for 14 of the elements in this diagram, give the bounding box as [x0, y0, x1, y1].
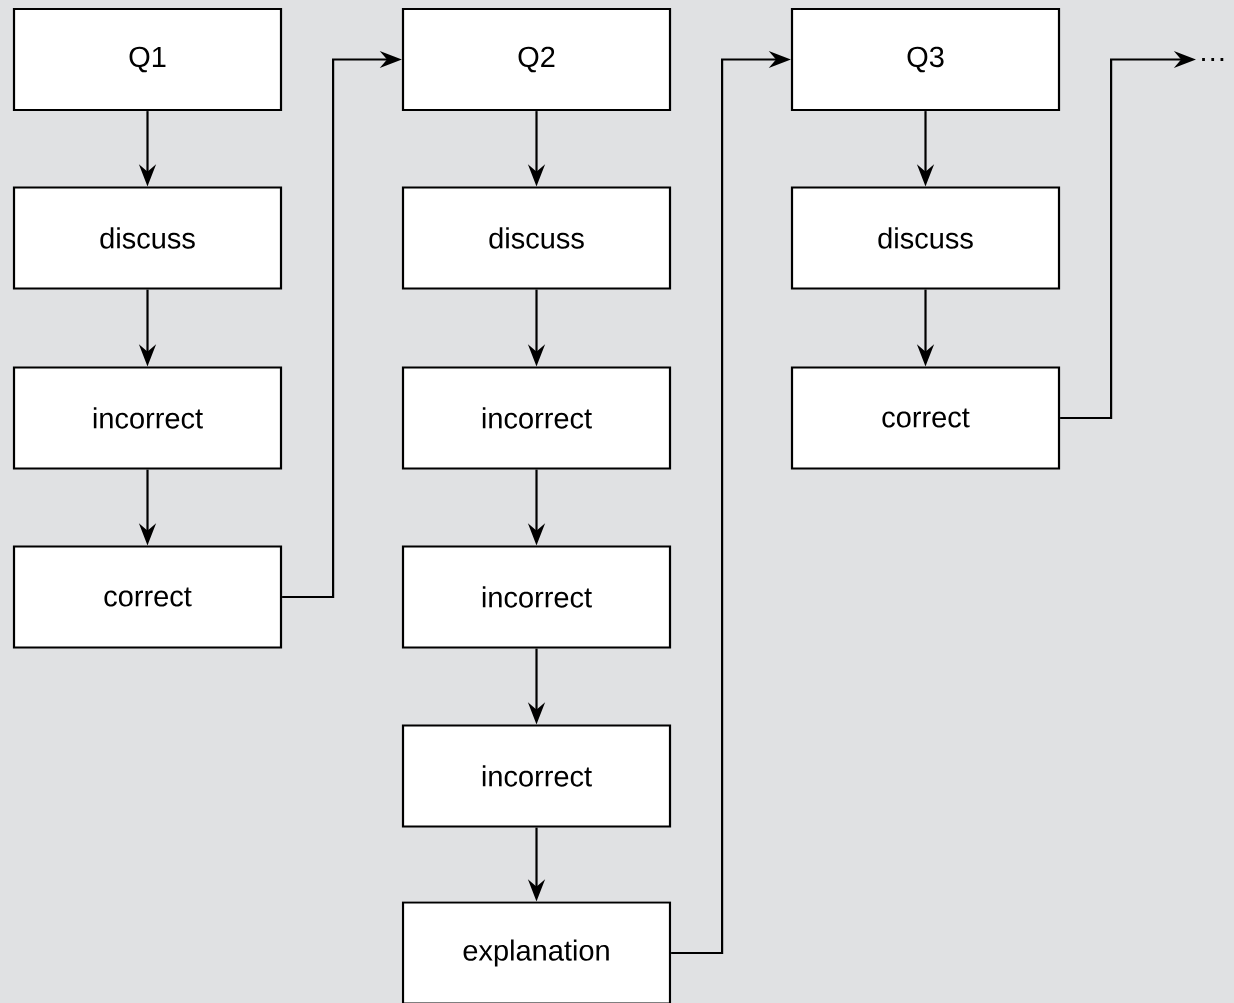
step-box: discuss — [401, 186, 672, 290]
step-box: incorrect — [401, 545, 672, 649]
step-box: incorrect — [12, 366, 283, 470]
step-box: Q3 — [790, 7, 1061, 112]
step-box: Q1 — [12, 7, 283, 112]
step-box: incorrect — [401, 366, 672, 470]
step-box: Q2 — [401, 7, 672, 112]
step-box: incorrect — [401, 724, 672, 828]
step-box: discuss — [12, 186, 283, 290]
ellipsis-text: … — [1202, 57, 1224, 62]
step-box: explanation — [401, 901, 672, 1003]
step-box: correct — [790, 366, 1061, 470]
step-box: discuss — [790, 186, 1061, 290]
step-box: correct — [12, 545, 283, 649]
